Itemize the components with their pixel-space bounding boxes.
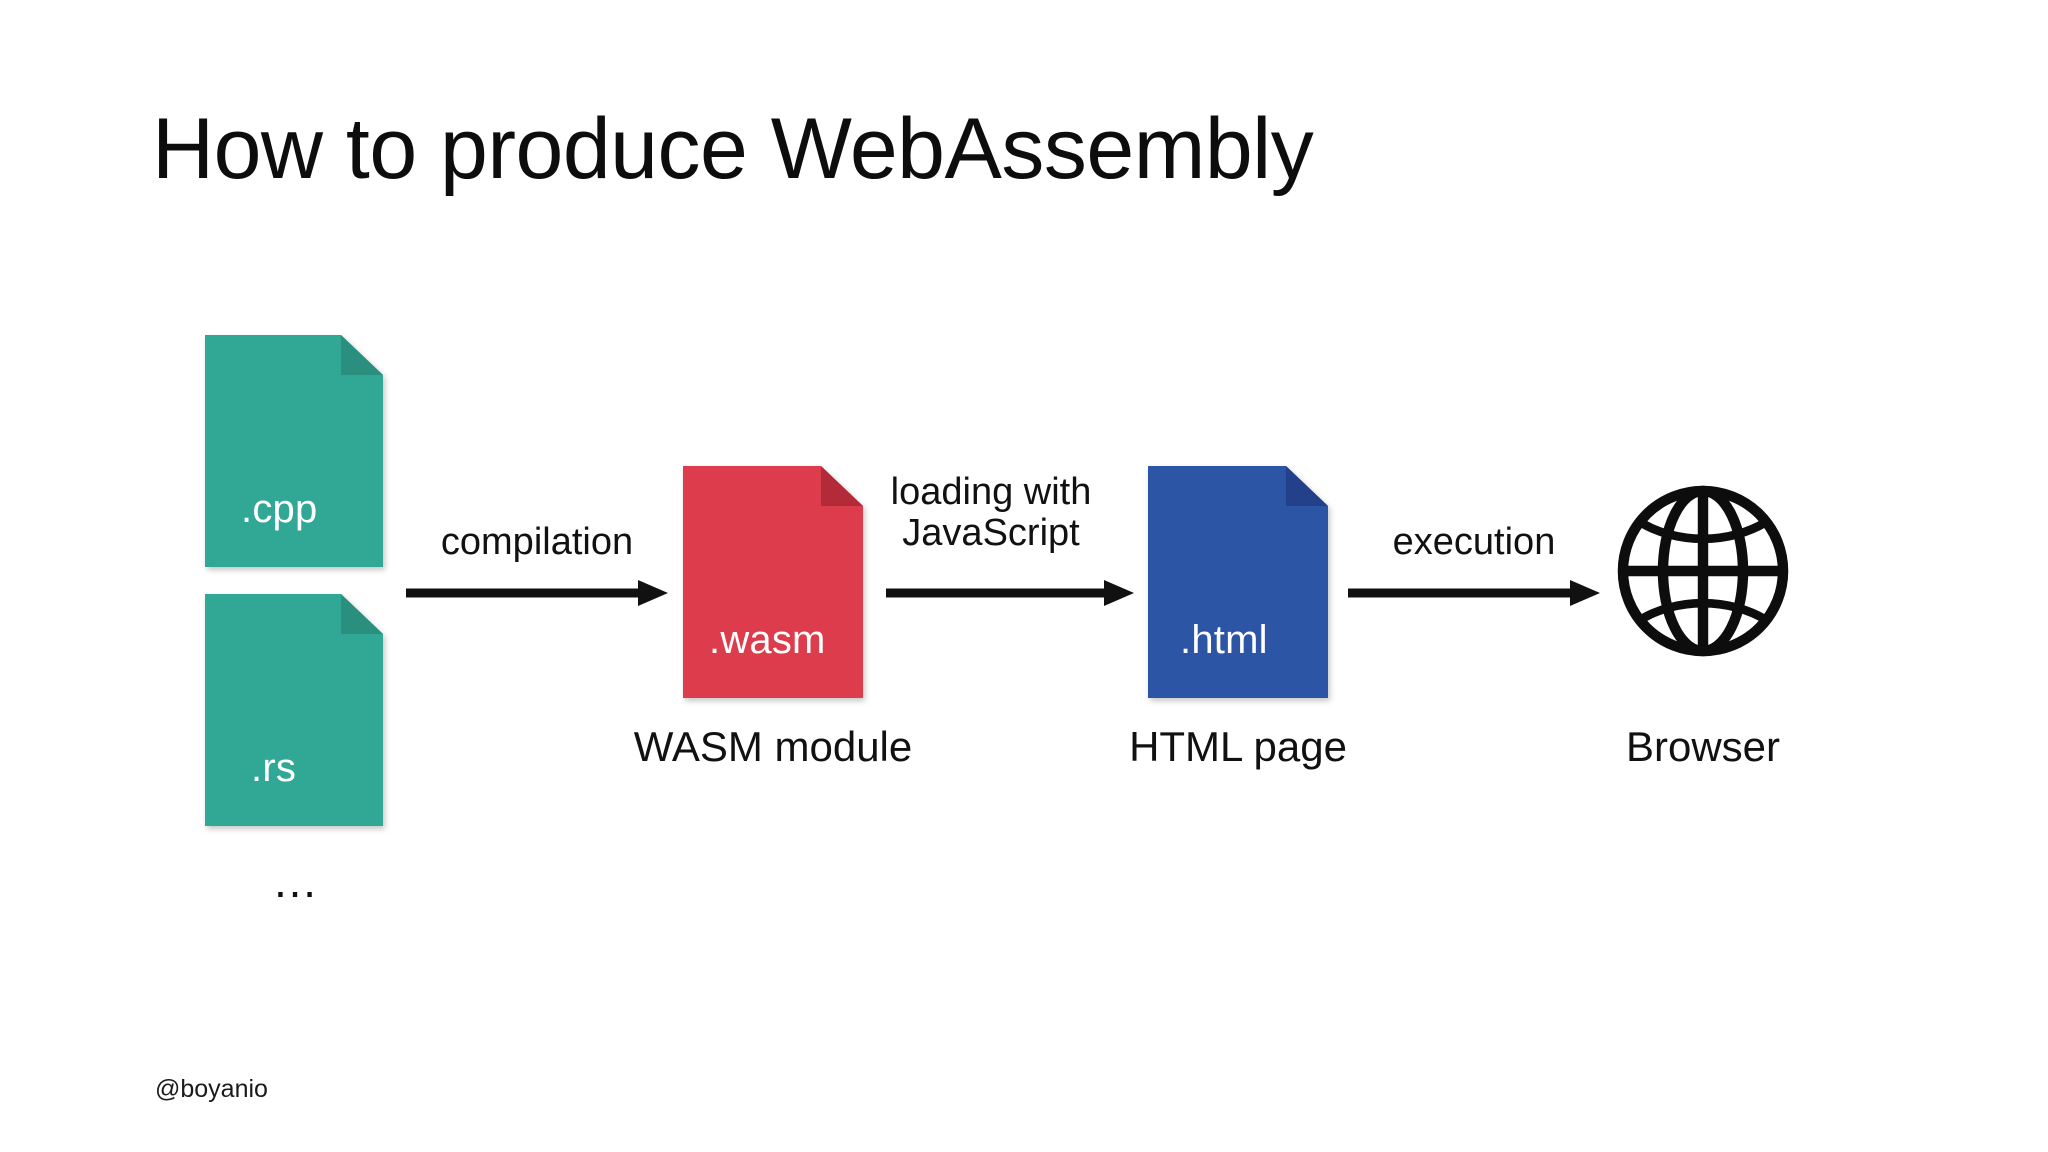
- file-extension-label: .wasm: [709, 618, 826, 662]
- arrow-compilation: compilation: [406, 521, 668, 606]
- arrow-execution-label: execution: [1392, 521, 1556, 563]
- file-extension-label: .rs: [251, 746, 297, 790]
- source-file-rs: .rs: [205, 594, 383, 826]
- arrow-execution: execution: [1348, 521, 1600, 606]
- arrow-loading-label-line2: JavaScript: [902, 512, 1080, 555]
- arrow-loading-label: loading with JavaScript: [876, 471, 1106, 555]
- more-sources-ellipsis: …: [272, 855, 321, 907]
- file-document-icon: [683, 466, 863, 698]
- arrow-loading-label-line1: loading with: [890, 471, 1092, 513]
- file-extension-label: .html: [1180, 618, 1268, 662]
- arrow-right-icon: [406, 580, 668, 606]
- arrow-right-icon: [1348, 580, 1600, 606]
- caption-html-page: HTML page: [1129, 723, 1347, 770]
- arrow-compilation-label: compilation: [440, 521, 634, 563]
- caption-wasm-module: WASM module: [633, 723, 913, 770]
- page-title: How to produce WebAssembly: [152, 101, 1314, 197]
- file-document-icon: [205, 594, 383, 826]
- source-file-cpp: .cpp: [205, 335, 383, 567]
- author-handle: @boyanio: [155, 1075, 268, 1103]
- file-document-icon: [1148, 466, 1328, 698]
- file-document-icon: [205, 335, 383, 567]
- arrow-loading-with-javascript: loading with JavaScript: [886, 471, 1134, 606]
- globe-icon: [1616, 484, 1790, 658]
- caption-browser: Browser: [1625, 723, 1781, 770]
- wasm-module-file: .wasm: [683, 466, 863, 698]
- html-page-file: .html: [1148, 466, 1328, 698]
- file-extension-label: .cpp: [241, 487, 318, 531]
- arrow-right-icon: [886, 580, 1134, 606]
